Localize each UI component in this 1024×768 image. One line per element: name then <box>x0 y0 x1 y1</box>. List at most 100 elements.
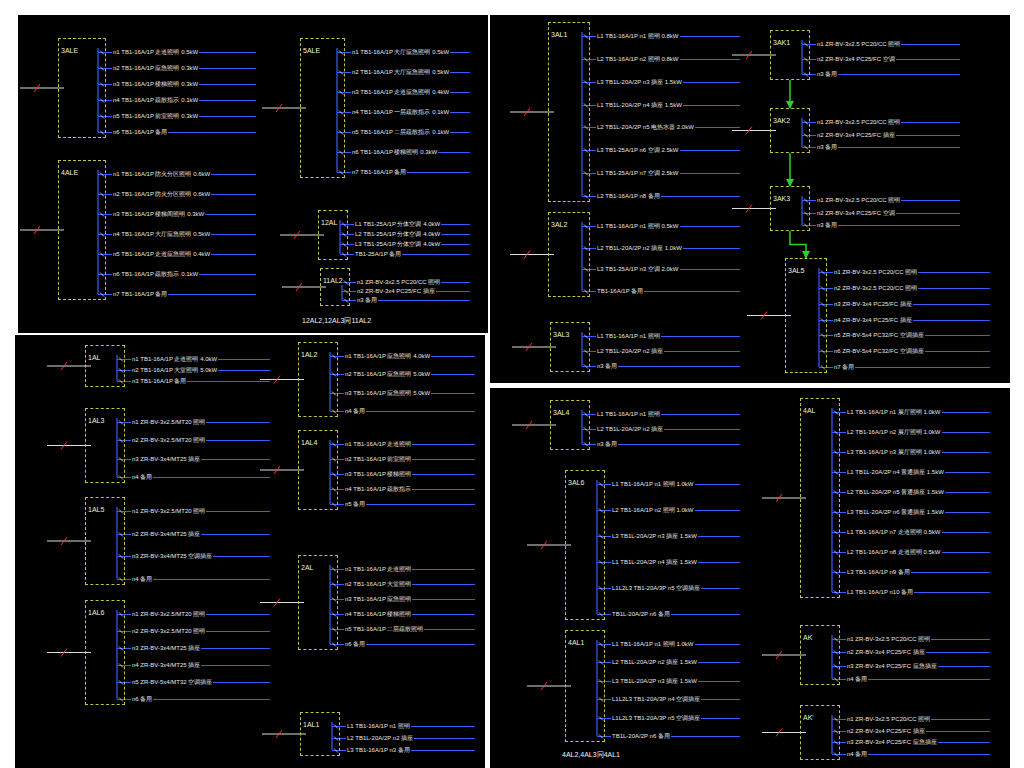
breaker-mark <box>834 471 838 475</box>
circuit-label: n3 TB1-16A/1P 楼梯照明 <box>344 470 412 478</box>
bus-bar <box>596 480 597 614</box>
breaker-mark <box>834 531 838 535</box>
circuit-label: n6 备用 <box>344 640 366 648</box>
distribution-panel: 3AL1 <box>548 22 590 202</box>
breaker-mark <box>599 483 603 487</box>
circuit-label: n2 TB1-16A/1P 应急照明 0.3kW <box>112 64 199 72</box>
breaker-mark <box>342 253 346 257</box>
circuit-label: n4 备用 <box>846 675 868 683</box>
breaker-mark <box>599 735 603 739</box>
circuit-label: n3 备用 <box>816 221 838 229</box>
breaker-mark <box>834 571 838 575</box>
breaker-mark <box>344 281 348 285</box>
circuit-label: L1 TB1-16A/1P n1 照明 1.0kW <box>611 480 695 488</box>
breaker-mark <box>599 680 603 684</box>
breaker-mark <box>334 749 338 753</box>
breaker-mark <box>296 283 302 291</box>
breaker-mark <box>584 290 588 294</box>
circuit-label: n2 TB1-16A/1P 防火分区照明 0.6kW <box>112 190 211 198</box>
breaker-mark <box>119 681 123 685</box>
circuit-label: n3 备用 <box>596 362 618 370</box>
circuit-label: n2 ZR-BV-3x2.5 PC20/CC 照明 <box>833 284 918 292</box>
circuit-label: n2 ZR-BV-3x4 PC25/FC 插座 <box>846 727 926 735</box>
circuit-label: n6 备用 <box>131 695 153 703</box>
circuit-label: n2 ZR-BV-3x4 PC25/FC 插座 <box>356 287 436 295</box>
breaker-mark <box>834 411 838 415</box>
distribution-panel: 3AL4 <box>550 400 590 450</box>
breaker-mark <box>584 172 588 176</box>
bus-bar <box>818 268 819 367</box>
breaker-mark <box>834 665 838 669</box>
drawing-caption: 12AL2,12AL3同11AL2 <box>300 316 373 325</box>
breaker-mark <box>332 355 336 359</box>
circuit-label: n4 TB1-16A/1P 一层疏散指示 0.1kW <box>351 108 450 116</box>
circuit-label: n4 备用 <box>131 575 153 583</box>
breaker-mark <box>599 587 603 591</box>
circuit-label: L3 TB1-16A/1P n9 备用 <box>846 568 911 576</box>
breaker-mark <box>339 151 343 155</box>
breaker-mark <box>332 410 336 414</box>
bus-bar <box>116 610 117 699</box>
bus-bar <box>581 222 582 291</box>
circuit-label: L1 TB1-16A/1P n1 照明 <box>596 410 661 418</box>
sheet-panel <box>490 388 1010 768</box>
circuit-label: n5 TB1-16A/1P 走道应急照明 0.4kW <box>112 250 211 258</box>
breaker-mark <box>61 537 67 545</box>
distribution-panel: 1AL2 <box>298 342 338 417</box>
panel-name: AK' <box>803 714 814 722</box>
breaker-mark <box>342 233 346 237</box>
circuit-label: L1L2L3 TB1-20A/3P n5 空调插座 <box>611 584 701 592</box>
bus-bar <box>801 40 802 74</box>
breaker-mark <box>100 131 104 135</box>
breaker-mark <box>821 350 825 354</box>
breaker-mark <box>776 494 782 502</box>
feed-arrow <box>789 153 791 186</box>
circuit-label: n1 TB1-16A/1P 走道照明 <box>344 440 412 448</box>
circuit-label: n6 TB1-16A/1P 楼梯照明 0.3kW <box>351 148 438 156</box>
breaker-mark <box>599 613 603 617</box>
breaker-mark <box>834 651 838 655</box>
circuit-label: TB1-16A/1P 备用 <box>596 287 644 295</box>
distribution-panel: AK <box>800 625 840 685</box>
breaker-mark <box>274 599 280 607</box>
breaker-mark <box>584 413 588 417</box>
breaker-mark <box>119 578 123 582</box>
breaker-mark <box>274 376 280 384</box>
circuit-label: n2 TB1-16A/1P 大厅应急照明 0.5kW <box>351 68 450 76</box>
distribution-panel: 3AL2 <box>548 212 590 297</box>
breaker-mark <box>119 555 123 559</box>
breaker-mark <box>332 628 336 632</box>
circuit-label: n3 TB1-16A/1P 应急照明 5.0kW <box>344 389 431 397</box>
circuit-label: L3 TB1-16A/1P n3 展厅照明 1.0kW <box>846 448 942 456</box>
circuit-label: n3 TB1-16A/1P 楼梯间照明 0.3kW <box>112 210 205 218</box>
breaker-mark <box>584 104 588 108</box>
breaker-mark <box>119 369 123 373</box>
breaker-mark <box>119 698 123 702</box>
breaker-mark <box>761 312 767 320</box>
breaker-mark <box>584 247 588 251</box>
circuit-label: n5 TB1-16A/1P 二层疏散指示 0.1kW <box>351 128 450 136</box>
bus-bar <box>831 715 832 754</box>
breaker-mark <box>276 104 282 112</box>
circuit-label: L1L2L3 TB1-20A/3P n5 空调插座 <box>611 714 701 722</box>
breaker-mark <box>119 421 123 425</box>
circuit-label: n1 TB1-16A/1P 大厅应急照明 0.5kW <box>351 48 450 56</box>
circuit-label: n3 ZR-BV-3x4 PC25/FC 应急插座 <box>846 738 938 746</box>
breaker-mark <box>332 373 336 377</box>
breaker-mark <box>332 568 336 572</box>
breaker-mark <box>584 335 588 339</box>
circuit-label: TB1L-20A/2P n6 备用 <box>611 732 671 740</box>
breaker-mark <box>342 243 346 247</box>
breaker-mark <box>34 226 40 234</box>
circuit-label: n3 TB1-16A/1P 走道应急照明 0.4kW <box>351 88 450 96</box>
circuit-label: n1 ZR-BV-3x2.5 PC20/CC 照明 <box>846 715 931 723</box>
breaker-mark <box>834 678 838 682</box>
circuit-label: L1 TB1-16A/1P n1 照明 0.5kW <box>596 222 680 230</box>
circuit-label: n3 ZR-BV-3x4 PC25/FC 应急插座 <box>846 662 938 670</box>
bus-bar <box>329 565 330 644</box>
breaker-mark <box>834 591 838 595</box>
circuit-label: L2 TB1L-20A/2P n5 普通插座 1.5kW <box>846 488 945 496</box>
breaker-mark <box>834 741 838 745</box>
circuit-label: n3 TB1-16A/1P 楼梯照明 0.3kW <box>112 80 199 88</box>
breaker-mark <box>332 458 336 462</box>
